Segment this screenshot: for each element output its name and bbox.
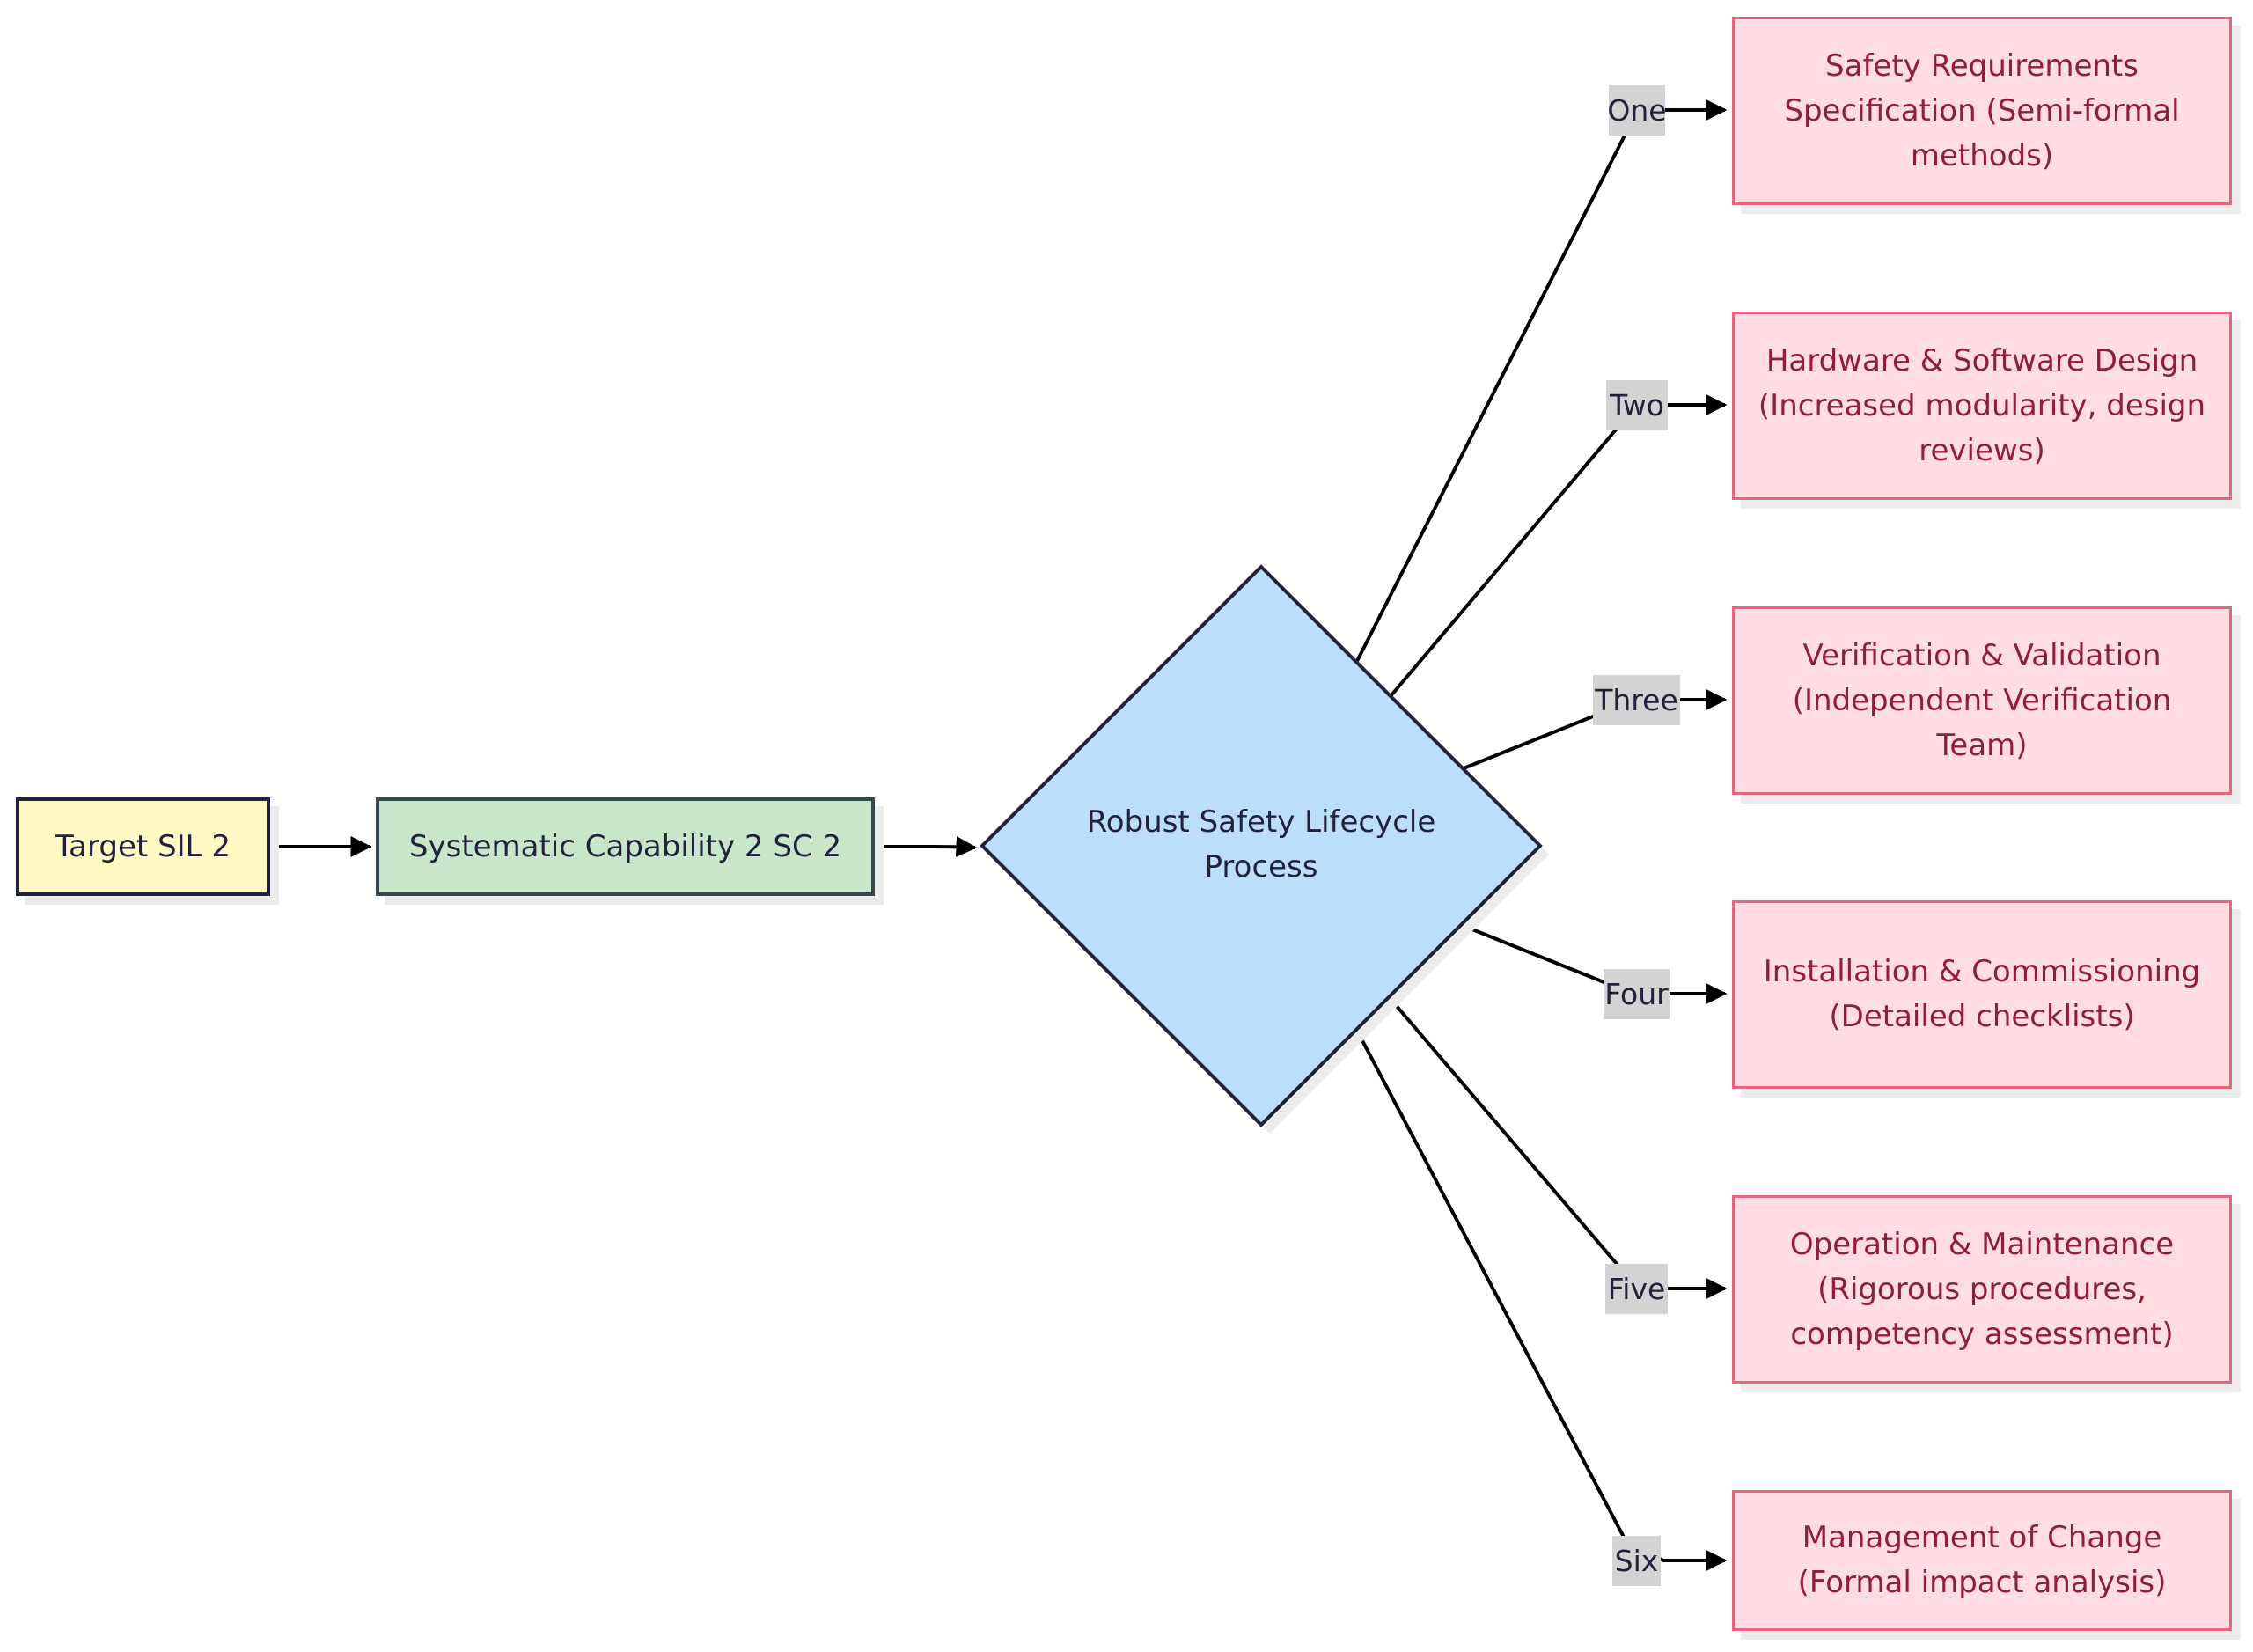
- step-label-three: Verification & Validation (Independent V…: [1792, 637, 2172, 763]
- edge-capability-to-process: [875, 836, 978, 858]
- process-diamond: [980, 564, 1543, 1127]
- edge-label-one: One: [1607, 85, 1667, 136]
- systematic-capability-node: Systematic Capability 2 SC 2: [376, 797, 875, 896]
- target-sil-label: Target SIL 2: [55, 828, 231, 864]
- edge-label-five: Five: [1605, 1264, 1668, 1314]
- step-node-one: Safety Requirements Specification (Semi-…: [1732, 17, 2232, 205]
- step-node-six: Management of Change (Formal impact anal…: [1732, 1490, 2232, 1631]
- systematic-capability-label: Systematic Capability 2 SC 2: [408, 828, 842, 864]
- step-label-two: Hardware & Software Design (Increased mo…: [1758, 342, 2206, 468]
- edge-five: [1389, 997, 1728, 1299]
- step-label-four: Installation & Commissioning (Detailed c…: [1763, 954, 2201, 1034]
- target-sil-node: Target SIL 2: [16, 797, 270, 896]
- step-label-one: Safety Requirements Specification (Semi-…: [1784, 48, 2180, 173]
- step-node-three: Verification & Validation (Independent V…: [1732, 606, 2232, 795]
- step-node-four: Installation & Commissioning (Detailed c…: [1732, 900, 2232, 1089]
- edge-label-three: Three: [1593, 675, 1680, 725]
- step-label-five: Operation & Maintenance (Rigorous proced…: [1789, 1226, 2175, 1352]
- process-diamond-label-box: Robust Safety Lifecycle Process: [1063, 783, 1459, 907]
- edge-label-six: Six: [1612, 1536, 1661, 1586]
- step-node-five: Operation & Maintenance (Rigorous proced…: [1732, 1195, 2232, 1384]
- edge-one: [1355, 99, 1728, 662]
- edge-two: [1389, 394, 1728, 698]
- edge-six: [1355, 1030, 1728, 1571]
- edge-four: [1463, 924, 1728, 1004]
- edge-label-four: Four: [1604, 969, 1670, 1019]
- step-node-two: Hardware & Software Design (Increased mo…: [1732, 312, 2232, 500]
- step-label-six: Management of Change (Formal impact anal…: [1797, 1520, 2167, 1600]
- process-label: Robust Safety Lifecycle Process: [1086, 804, 1436, 885]
- edge-label-two: Two: [1606, 380, 1668, 430]
